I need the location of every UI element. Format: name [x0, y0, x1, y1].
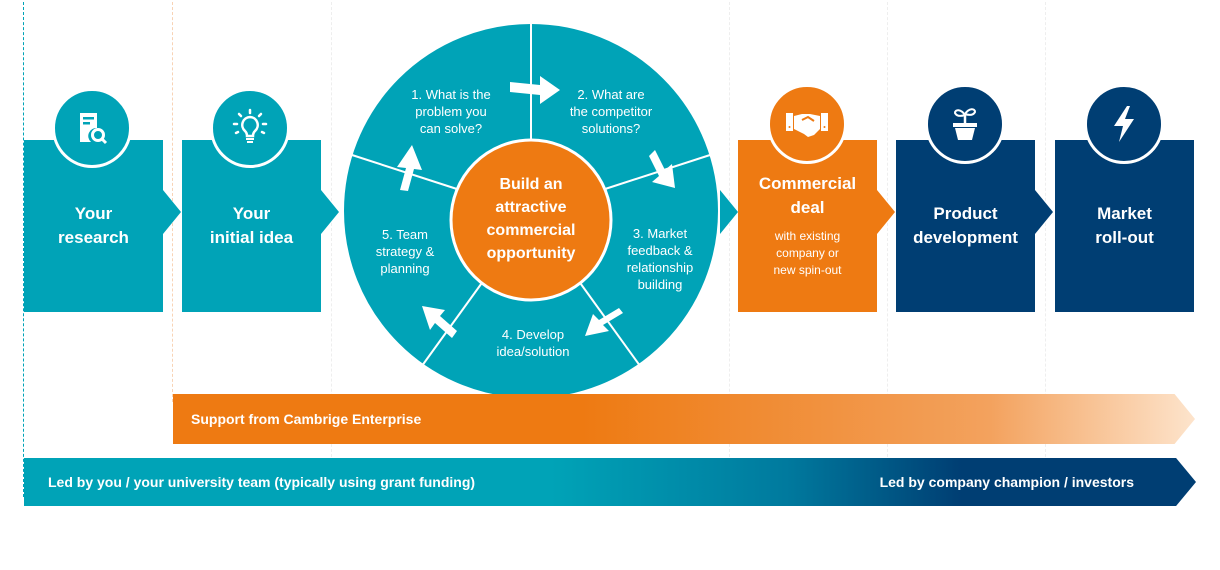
segment-line: feedback & — [627, 243, 693, 258]
wheel-center-text: Build an attractive commercial opportuni… — [455, 173, 607, 265]
wheel-arrows — [397, 76, 675, 338]
wheel-segment-5: 5. Team strategy & planning — [360, 226, 450, 277]
opportunity-wheel — [342, 22, 720, 400]
segment-line: idea/solution — [496, 344, 570, 359]
segment-line: strategy & — [375, 244, 435, 259]
wheel-segment-3: 3. Market feedback & relationship buildi… — [610, 225, 710, 293]
stage-title-line2: research — [58, 228, 129, 247]
guide-line-teal — [23, 2, 24, 497]
stage-badge — [210, 88, 290, 168]
stage-your-initial-idea: Your initial idea — [182, 140, 321, 312]
stage-title-line2: roll-out — [1095, 228, 1154, 247]
stage-badge — [767, 84, 847, 164]
lightning-icon — [1114, 106, 1134, 142]
flow-arrow — [321, 190, 339, 234]
stage-your-research: Your research — [24, 140, 163, 312]
support-bar-label: Support from Cambrige Enterprise — [191, 411, 422, 427]
stage-title-line1: Commercial — [758, 174, 857, 193]
stage-product-development: Product development — [896, 140, 1035, 312]
segment-line: 2. What are — [577, 87, 645, 102]
segment-line: 5. Team — [381, 227, 428, 242]
wheel-segment-1: 1. What is the problem you can solve? — [396, 86, 506, 137]
segment-line: solutions? — [581, 121, 641, 136]
segment-line: can solve? — [419, 121, 483, 136]
stage-subtitle-line: new spin-out — [773, 263, 842, 277]
segment-line: problem you — [415, 104, 487, 119]
arrow-step3-to-4 — [585, 308, 623, 336]
center-line: attractive — [495, 199, 567, 216]
stage-subtitle-line: company or — [776, 246, 839, 260]
center-line: opportunity — [486, 245, 576, 262]
segment-line: 3. Market — [632, 226, 688, 241]
wheel-center-circle — [449, 138, 613, 302]
arrow-step5-to-1 — [397, 145, 422, 191]
segment-line: relationship — [626, 260, 694, 275]
lead-bar: Led by you / your university team (typic… — [24, 458, 1196, 506]
wheel-segment-2: 2. What are the competitor solutions? — [556, 86, 666, 137]
stage-title-line2: development — [913, 228, 1018, 247]
support-bar: Support from Cambrige Enterprise — [173, 394, 1195, 444]
lead-bar-left-label: Led by you / your university team (typic… — [48, 474, 476, 490]
stage-title-line2: deal — [790, 198, 825, 217]
stage-title-line1: Your — [74, 204, 113, 223]
segment-line: 1. What is the — [411, 87, 491, 102]
stage-commercial-deal: Commercial deal with existing company or… — [738, 140, 877, 312]
stage-market-roll-out: Market roll-out — [1055, 140, 1194, 312]
segment-line: 4. Develop — [501, 327, 565, 342]
center-line: Build an — [499, 176, 563, 193]
stage-title-line2: initial idea — [209, 228, 294, 247]
wheel-segment-4: 4. Develop idea/solution — [478, 326, 588, 360]
segment-line: the competitor — [569, 104, 653, 119]
stage-badge — [925, 84, 1005, 164]
flow-arrow — [1035, 190, 1053, 234]
segment-line: planning — [380, 261, 430, 276]
arrow-step2-to-3 — [649, 150, 675, 188]
flow-arrow — [877, 190, 895, 234]
stage-badge — [1084, 84, 1164, 164]
stage-title-line1: Market — [1097, 204, 1152, 223]
document-search-icon — [80, 113, 108, 145]
stage-title-line1: Product — [933, 204, 998, 223]
flow-arrow — [163, 190, 181, 234]
arrow-step4-to-5 — [422, 306, 457, 338]
handshake-icon — [786, 113, 828, 137]
segment-line: building — [637, 277, 683, 292]
center-line: commercial — [486, 222, 576, 239]
lead-bar-right-label: Led by company champion / investors — [879, 474, 1134, 490]
stage-title-line1: Your — [232, 204, 271, 223]
lightbulb-icon — [232, 108, 268, 143]
plant-pot-icon — [953, 108, 977, 140]
arrow-step1-to-2 — [510, 76, 560, 104]
stage-badge — [52, 88, 132, 168]
stage-subtitle-line: with existing — [774, 229, 841, 243]
flow-arrow — [720, 190, 738, 234]
